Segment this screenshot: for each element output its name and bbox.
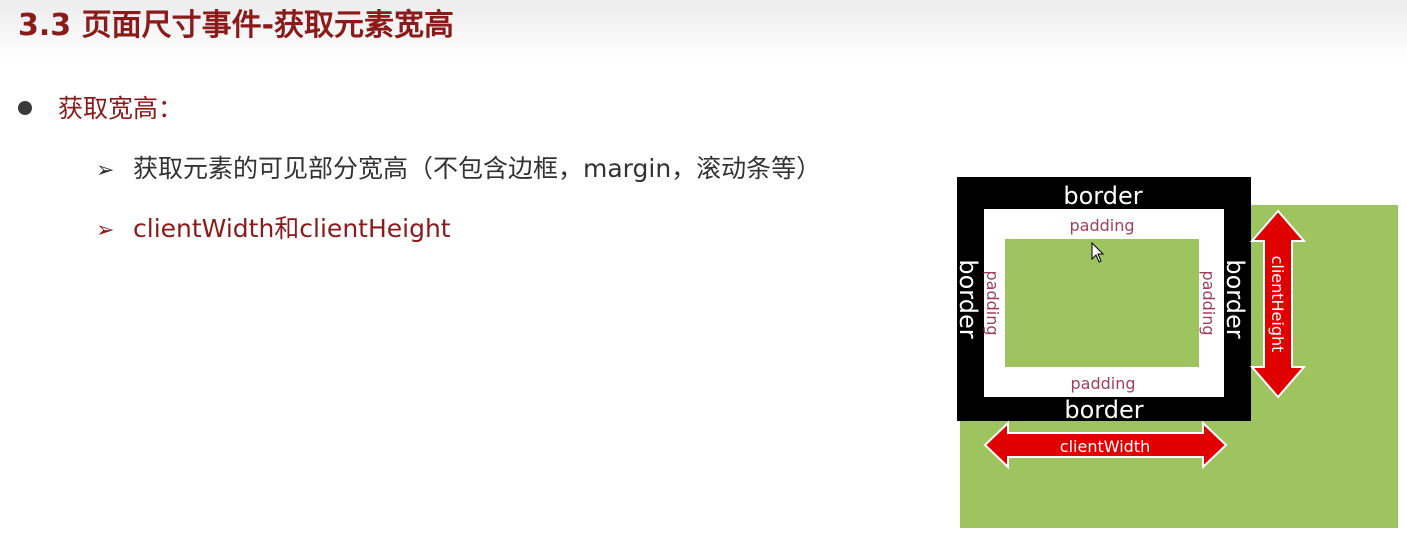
arrow-bullet-icon: ➢ (96, 158, 115, 183)
client-height-label: clientHeight (1268, 256, 1287, 353)
client-height-arrow-icon (1249, 209, 1307, 399)
padding-label-top: padding (1069, 216, 1134, 235)
padding-label-bottom: padding (1070, 374, 1135, 393)
border-label-bottom: border (1064, 396, 1143, 424)
content-box (1005, 239, 1199, 367)
client-width-arrow-icon (983, 420, 1228, 470)
bullet-dot-icon (18, 101, 32, 115)
padding-label-right: padding (1199, 270, 1218, 335)
arrow-bullet-icon: ➢ (96, 218, 115, 243)
sub-item-visible-size: 获取元素的可见部分宽高（不包含边框，margin，滚动条等） (133, 154, 822, 183)
border-label-right: border (1221, 259, 1249, 338)
padding-label-left: padding (983, 270, 1002, 335)
border-label-left: border (954, 259, 982, 338)
client-width-label: clientWidth (1060, 437, 1150, 456)
bullet-heading: 获取宽高： (58, 94, 184, 123)
mouse-cursor-icon (1091, 241, 1105, 263)
sub-item-client-props: clientWidth和clientHeight (133, 214, 451, 243)
slide-title: 3.3 页面尺寸事件-获取元素宽高 (18, 8, 455, 43)
title-bar: 3.3 页面尺寸事件-获取元素宽高 (0, 0, 1407, 62)
border-label-top: border (1063, 182, 1142, 210)
